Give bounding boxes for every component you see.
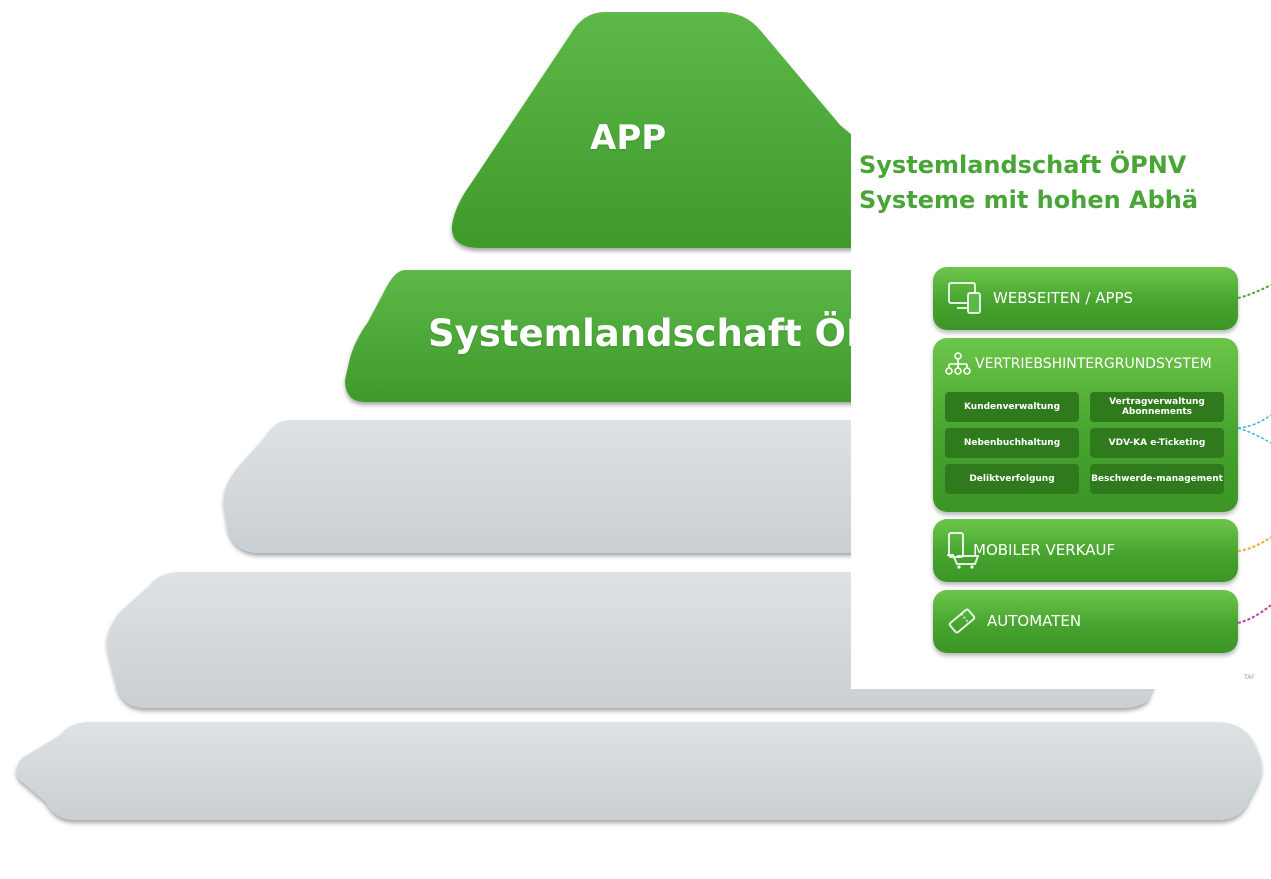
box-automaten: AUTOMATEN — [933, 590, 1238, 653]
pyramid-tier-2 — [345, 270, 900, 402]
module-vdv-ka-eticketing: VDV-KA e-Ticketing — [1090, 428, 1224, 458]
dependency-connectors — [1237, 284, 1271, 624]
module-nebenbuchhaltung: Nebenbuchhaltung — [945, 428, 1079, 458]
box-vertriebshintergrundsystem-label: VERTRIEBSHINTERGRUNDSYSTEM — [975, 356, 1212, 372]
slide-overlay: Systemlandschaft ÖPNV Systeme mit hohen … — [851, 125, 1271, 689]
box-mobiler-verkauf-label: MOBILER VERKAUF — [973, 541, 1116, 559]
box-automaten-label: AUTOMATEN — [987, 612, 1082, 630]
ticket-icon — [948, 608, 976, 634]
mobile-cart-icon — [947, 532, 979, 569]
network-hierarchy-icon — [945, 352, 971, 375]
devices-icon — [948, 282, 981, 314]
module-vertragverwaltung: Vertragverwaltung Abonnements — [1090, 392, 1224, 422]
pyramid-tier-3 — [223, 420, 1046, 553]
box-webseiten-apps-label: WEBSEITEN / APPS — [993, 289, 1134, 307]
module-kundenverwaltung: Kundenverwaltung — [945, 392, 1079, 422]
pyramid-tier-5 — [16, 722, 1262, 820]
box-vertriebshintergrundsystem: VERTRIEBSHINTERGRUNDSYSTEM Kundenverwalt… — [933, 338, 1238, 512]
slide-footer: TAF — [1244, 674, 1255, 681]
pyramid-tier-2-label: Systemlandschaft ÖPNV — [428, 312, 933, 355]
pyramid-tier-1 — [451, 12, 900, 248]
module-beschwerdemanagement: Beschwerde-management — [1090, 464, 1224, 494]
pyramid-tier-1-label: APP — [590, 118, 667, 158]
module-deliktverfolgung: Deliktverfolgung — [945, 464, 1079, 494]
slide-title-line-1: Systemlandschaft ÖPNV — [859, 151, 1187, 179]
box-mobiler-verkauf: MOBILER VERKAUF — [933, 519, 1238, 582]
slide-title-line-2: Systeme mit hohen Abhä — [859, 186, 1199, 214]
box-webseiten-apps: WEBSEITEN / APPS — [933, 267, 1238, 330]
